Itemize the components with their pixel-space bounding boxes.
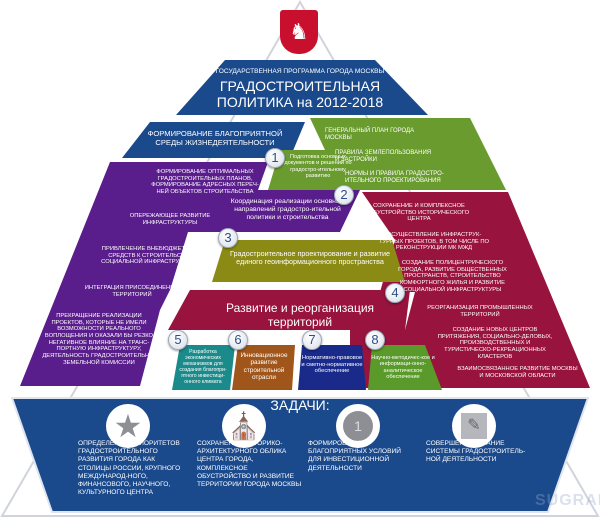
red-item: СОЗДАНИЕ НОВЫХ ЦЕНТРОВ ПРИТЯЖЕНИЯ, СОЦИА… <box>437 327 553 360</box>
drafting-icon: ✎ <box>452 404 496 448</box>
number-badge-4: 4 <box>385 283 405 303</box>
brown-box <box>232 345 295 390</box>
subprogram-6-text: Инновационное развитие строительной отра… <box>240 352 288 382</box>
green-block <box>268 118 506 190</box>
subprogram-8-text: Научно-методичес-кое и информаци-онно-ан… <box>371 355 435 381</box>
blue-band <box>122 122 305 158</box>
task-item: СОВЕРШЕНСТВОВАНИЕ СИСТЕМЫ ГРАДОСТРОИТЕЛЬ… <box>426 440 526 464</box>
teal-box <box>172 345 235 390</box>
purple-block <box>20 162 360 386</box>
green-item: ПРАВИЛА ЗЕМЛЕПОЛЬЗОВАНИЯ И ЗАСТРОЙКИ <box>335 150 432 163</box>
number-badge-3: 3 <box>218 228 238 248</box>
task-item: ФОРМИРОВАНИЕ БЛАГОПРИЯТНЫХ УСЛОВИЙ ДЛЯ И… <box>308 440 401 472</box>
moscow-coat-of-arms-icon: ♞ <box>280 10 318 54</box>
tasks-title: ЗАДАЧИ: <box>270 397 330 413</box>
kremlin-tower-icon: ⛪ <box>222 404 266 448</box>
navy-box <box>298 345 366 390</box>
title-block <box>176 60 428 115</box>
subprogram-1-text: Подготовка основных документов и решений… <box>284 154 352 180</box>
program-title-line1: ГРАДОСТРОИТЕЛЬНАЯ <box>219 78 381 94</box>
red-band <box>168 290 410 330</box>
star-icon: ★ <box>106 404 150 448</box>
number-badge-1: 1 <box>265 148 285 168</box>
number-badge-2: 2 <box>334 185 354 205</box>
green-box <box>368 345 442 390</box>
program-title-line2: ПОЛИТИКА на 2012-2018 <box>216 94 384 110</box>
subprogram-5-text: Разработка экономических механизмов для … <box>179 349 227 385</box>
red-block <box>350 192 590 388</box>
green-item: НОРМЫ И ПРАВИЛА ГРАДОСТРО-ИТЕЛЬНОГО ПРОЕ… <box>345 171 444 184</box>
subprogram-7-text: Нормативно-правовое и сметно-нормативное… <box>301 355 363 375</box>
task-item: ОПРЕДЕЛЕНИЕ ПРИОРИТЕТОВ ГРАДОСТРОИТЕЛЬНО… <box>78 440 181 497</box>
coin-icon: 1 <box>336 404 380 448</box>
program-subtitle: ГОСУДАРСТВЕННАЯ ПРОГРАММА ГОРОДА МОСКВЫ <box>215 68 385 75</box>
purple-item: ИНТЕГРАЦИЯ ПРИСОЕДИНЕНЫХ ТЕРРИТОРИЙ <box>84 285 180 298</box>
purple-item: ПРЕКРАЩЕНИЕ РЕАЛИЗАЦИИ ПРОЕКТОВ, КОТОРЫЕ… <box>42 313 156 366</box>
tasks-band <box>10 397 590 513</box>
task-item: СОХРАНЕНИЕ ИСТОРИКО-АРХИТЕКТУРНОГО ОБЛИК… <box>197 440 302 489</box>
watermark: SUGRAD <box>535 492 600 509</box>
number-badge-8: 8 <box>365 330 385 350</box>
subprogram-4-text: Развитие и реорганизация территорий <box>225 301 375 329</box>
purple-item: ПРИВЛЕЧЕНИЕ ВНЕБЮДЖЕТНЫХ СРЕДСТВ К СТРОИ… <box>101 246 199 266</box>
red-item: СОХРАНЕНИЕ И КОМПЛЕКСНОЕ ОБУСТРОЙСТВО ИС… <box>368 203 470 223</box>
number-badge-6: 6 <box>228 330 248 350</box>
olive-band <box>212 240 405 282</box>
number-badge-5: 5 <box>168 330 188 350</box>
purple-item: ФОРМИРОВАНИЕ ОПТИМАЛЬНЫХ ГРАДОСТРОИТЕЛЬН… <box>151 169 259 195</box>
green-item: ГЕНЕРАЛЬНЫЙ ПЛАН ГОРОДА МОСКВЫ <box>325 128 415 141</box>
red-item: ОСУЩЕСТВЛЕНИЕ ИНФРАСТРУК-ТУРНЫХ ПРОЕКТОВ… <box>378 232 490 252</box>
number-badge-7: 7 <box>302 330 322 350</box>
red-item: СОЗДАНИЕ ПОЛИЦЕНТРИЧЕСКОГО ГОРОДА, РАЗВИ… <box>398 260 507 293</box>
subprogram-3-text: Градостроительное проектирование и разви… <box>230 249 390 267</box>
red-item: ВЗАИМОСВЯЗАННОЕ РАЗВИТИЕ МОСКВЫ И МОСКОВ… <box>457 366 578 379</box>
purple-item: ОПЕРЕЖАЮЩЕЕ РАЗВИТИЕ ИНФРАСТРУКТУРЫ <box>129 213 211 226</box>
subprogram-2-text: Координация реализации основных направле… <box>230 198 345 221</box>
blue-band-text: ФОРМИРОВАНИЕ БЛАГОПРИЯТНОЙ СРЕДЫ ЖИЗНЕДЕ… <box>147 129 283 147</box>
red-item: РЕОРГАНИЗАЦИЯ ПРОМЫШЛЕННЫХ ТЕРРИТОРИЙ <box>427 305 533 318</box>
